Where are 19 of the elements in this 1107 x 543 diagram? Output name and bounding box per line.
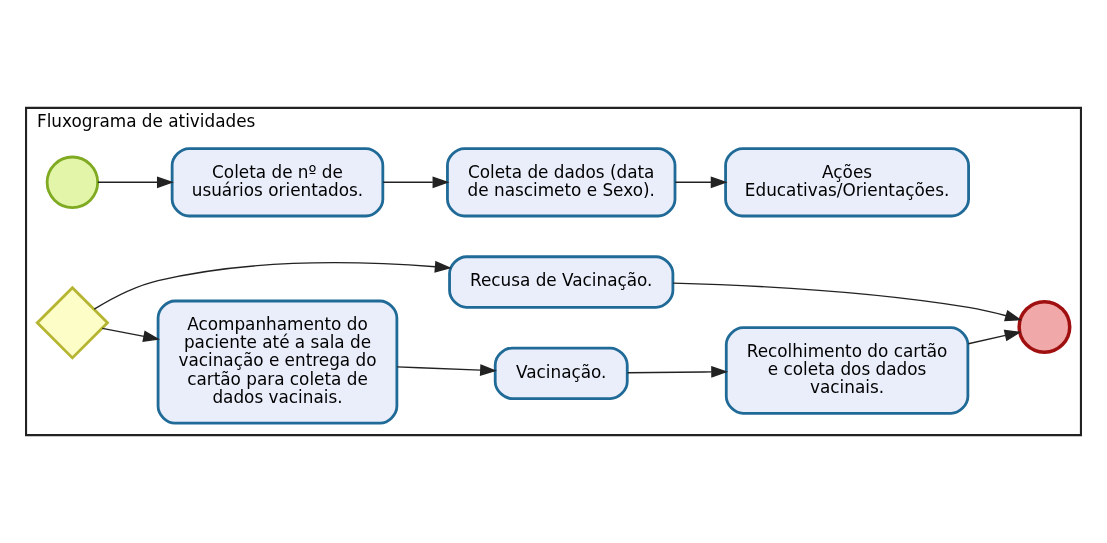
node-box: Coleta de nº de usuários orientados. <box>170 147 385 218</box>
arrow <box>672 282 1022 322</box>
node-circle <box>1017 299 1072 355</box>
node-box: Acompanhamento do paciente até a sala de vacinação e entrega do cartão para coleta de dados vacinais. <box>156 299 399 425</box>
node-box: Ações Educativas/Orientações. <box>724 147 970 218</box>
node-circle <box>45 155 100 209</box>
arrow <box>101 327 160 343</box>
arrow <box>382 176 450 189</box>
arrow <box>626 365 729 378</box>
arrow <box>396 364 497 377</box>
node-box: Vacinação. <box>493 346 629 401</box>
node-box: Recusa de Vacinação. <box>448 255 675 309</box>
arrow <box>93 260 452 310</box>
arrow <box>674 176 728 189</box>
node-box: Coleta de dados (data de nascimeto e Sexo). <box>446 147 677 218</box>
node-diamond <box>35 285 110 360</box>
arrow <box>967 329 1022 345</box>
arrow <box>97 176 174 189</box>
node-box: Recolhimento do cartão e coleta dos dados vacinais. <box>724 326 970 415</box>
